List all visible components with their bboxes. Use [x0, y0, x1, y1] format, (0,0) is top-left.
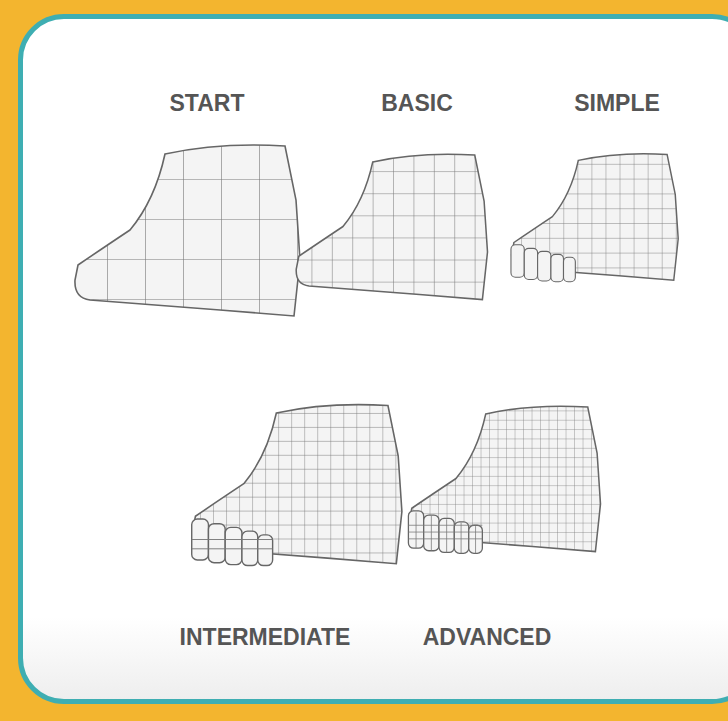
stage-label: ADVANCED	[423, 624, 552, 651]
stage-label: BASIC	[381, 90, 453, 117]
stage-label: INTERMEDIATE	[180, 624, 351, 651]
panel	[18, 14, 728, 704]
stage-label: SIMPLE	[574, 90, 660, 117]
stage-label: START	[170, 90, 245, 117]
